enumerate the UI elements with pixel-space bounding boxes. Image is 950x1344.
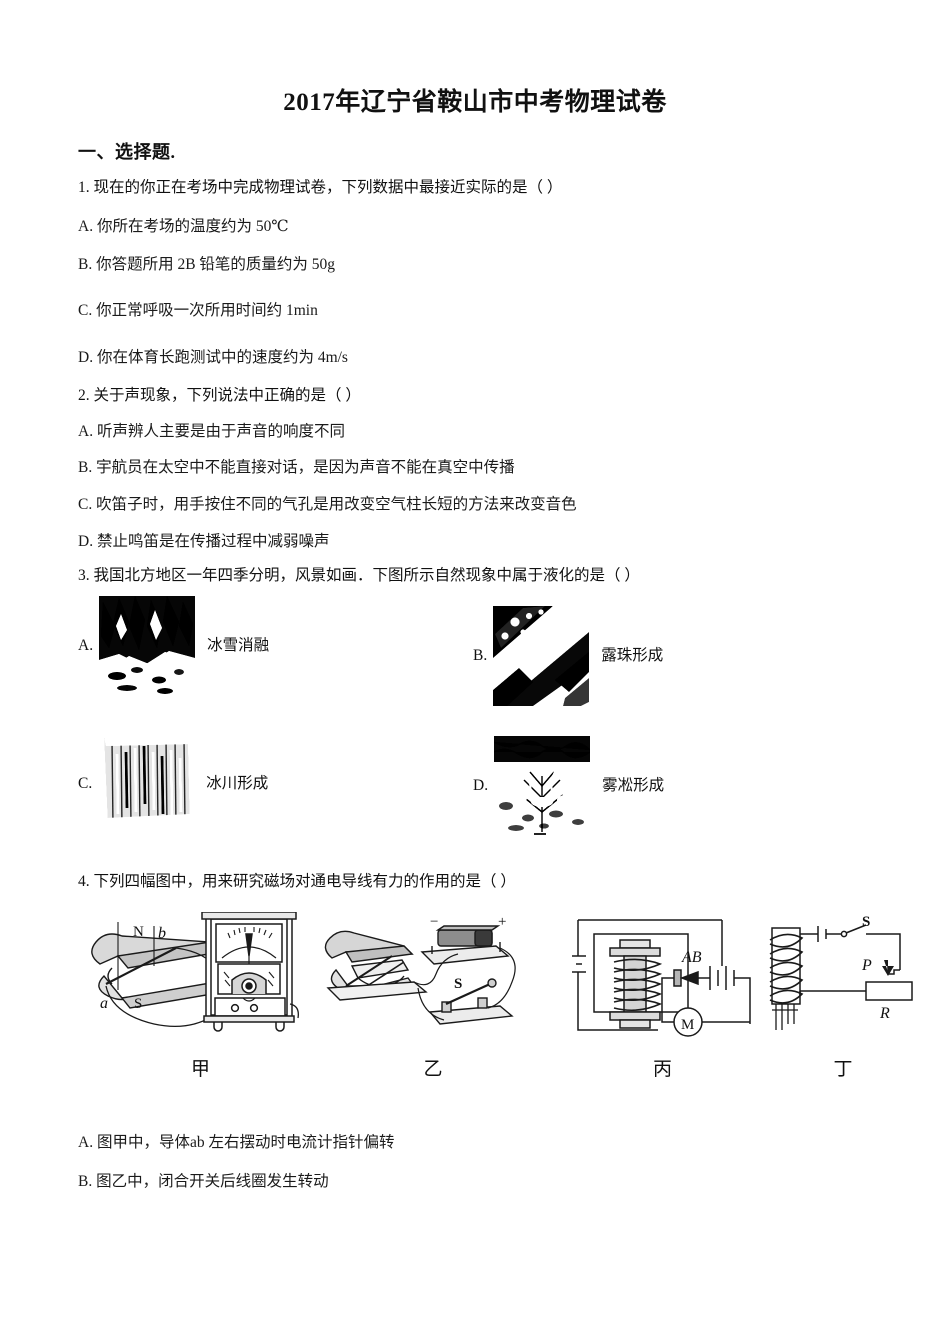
question-1-option-b[interactable]: B. 你答题所用 2B 铅笔的质量约为 50g: [78, 256, 336, 273]
figure-ding: P R S 丁: [758, 912, 928, 1080]
question-2-option-c[interactable]: C. 吹笛子时，用手按住不同的气孔是用改变空气柱长短的方法来改变音色: [78, 496, 577, 513]
svg-text:R: R: [879, 1005, 890, 1022]
svg-text:M: M: [681, 1017, 694, 1033]
picture-option-c-letter: C.: [78, 775, 93, 792]
figure-jia: N b S a: [78, 912, 323, 1080]
question-2-stem: 2. 关于声现象，下列说法中正确的是（ ）: [78, 387, 361, 404]
section-heading-multiple-choice: 一、选择题.: [78, 142, 176, 162]
picture-option-b-letter: B.: [473, 647, 488, 664]
question-3-stem: 3. 我国北方地区一年四季分明，风景如画．下图所示自然现象中属于液化的是（ ）: [78, 567, 640, 584]
picture-option-a-letter: A.: [78, 637, 94, 654]
dew-drops-photo: [493, 606, 590, 706]
melting-snow-photo: [99, 596, 196, 696]
svg-text:AB: AB: [681, 949, 702, 966]
picture-option-d-letter: D.: [473, 777, 489, 794]
question-3-picture-options: A.: [78, 596, 898, 864]
picture-option-row: C.: [78, 734, 898, 864]
question-1-stem: 1. 现在的你正在考场中完成物理试卷，下列数据中最接近实际的是（ ）: [78, 179, 563, 196]
picture-option-a-caption: 冰雪消融: [207, 637, 270, 654]
picture-option-c[interactable]: C.: [78, 734, 268, 834]
rime-frost-photo: [494, 736, 591, 836]
page-title: 2017年辽宁省鞍山市中考物理试卷: [283, 89, 667, 116]
svg-text:P: P: [861, 957, 872, 974]
question-1-option-a[interactable]: A. 你所在考场的温度约为 50℃: [78, 218, 289, 235]
figure-bing: AB M 丙: [570, 912, 755, 1080]
picture-option-d-caption: 雾凇形成: [602, 777, 665, 794]
figure-ding-label: 丁: [833, 1059, 853, 1080]
question-4-figures: N b S a: [78, 912, 913, 1097]
picture-option-d[interactable]: D.: [473, 736, 664, 836]
question-1-option-d[interactable]: D. 你在体育长跑测试中的速度约为 4m/s: [78, 349, 348, 366]
picture-option-b-caption: 露珠形成: [601, 647, 664, 664]
glacier-photo: [98, 734, 195, 834]
question-2-option-a[interactable]: A. 听声辨人主要是由于声音的响度不同: [78, 423, 345, 440]
question-2-option-b[interactable]: B. 宇航员在太空中不能直接对话，是因为声音不能在真空中传播: [78, 459, 515, 476]
svg-text:S: S: [134, 996, 142, 1012]
svg-text:a: a: [100, 995, 108, 1012]
question-4-option-a[interactable]: A. 图甲中，导体ab 左右摆动时电流计指针偏转: [78, 1134, 395, 1151]
svg-text:+: +: [498, 914, 506, 930]
svg-text:b: b: [158, 925, 166, 942]
question-2-option-d[interactable]: D. 禁止鸣笛是在传播过程中减弱噪声: [78, 533, 330, 550]
question-4-option-b[interactable]: B. 图乙中，闭合开关后线圈发生转动: [78, 1173, 329, 1190]
picture-option-row: A.: [78, 596, 898, 726]
figure-jia-label: 甲: [190, 1059, 210, 1080]
figure-bing-label: 丙: [652, 1059, 672, 1080]
svg-text:−: −: [430, 914, 438, 930]
svg-text:S: S: [454, 976, 462, 992]
svg-text:N: N: [133, 924, 144, 940]
picture-option-c-caption: 冰川形成: [206, 775, 269, 792]
svg-text:S: S: [862, 914, 870, 930]
figure-yi-label: 乙: [423, 1059, 443, 1080]
figure-yi: − + S 乙: [318, 912, 548, 1080]
question-1-option-c[interactable]: C. 你正常呼吸一次所用时间约 1min: [78, 302, 318, 319]
question-4-stem: 4. 下列四幅图中，用来研究磁场对通电导线有力的作用的是（ ）: [78, 873, 516, 890]
picture-option-a[interactable]: A.: [78, 596, 269, 696]
picture-option-b[interactable]: B.: [473, 606, 663, 706]
